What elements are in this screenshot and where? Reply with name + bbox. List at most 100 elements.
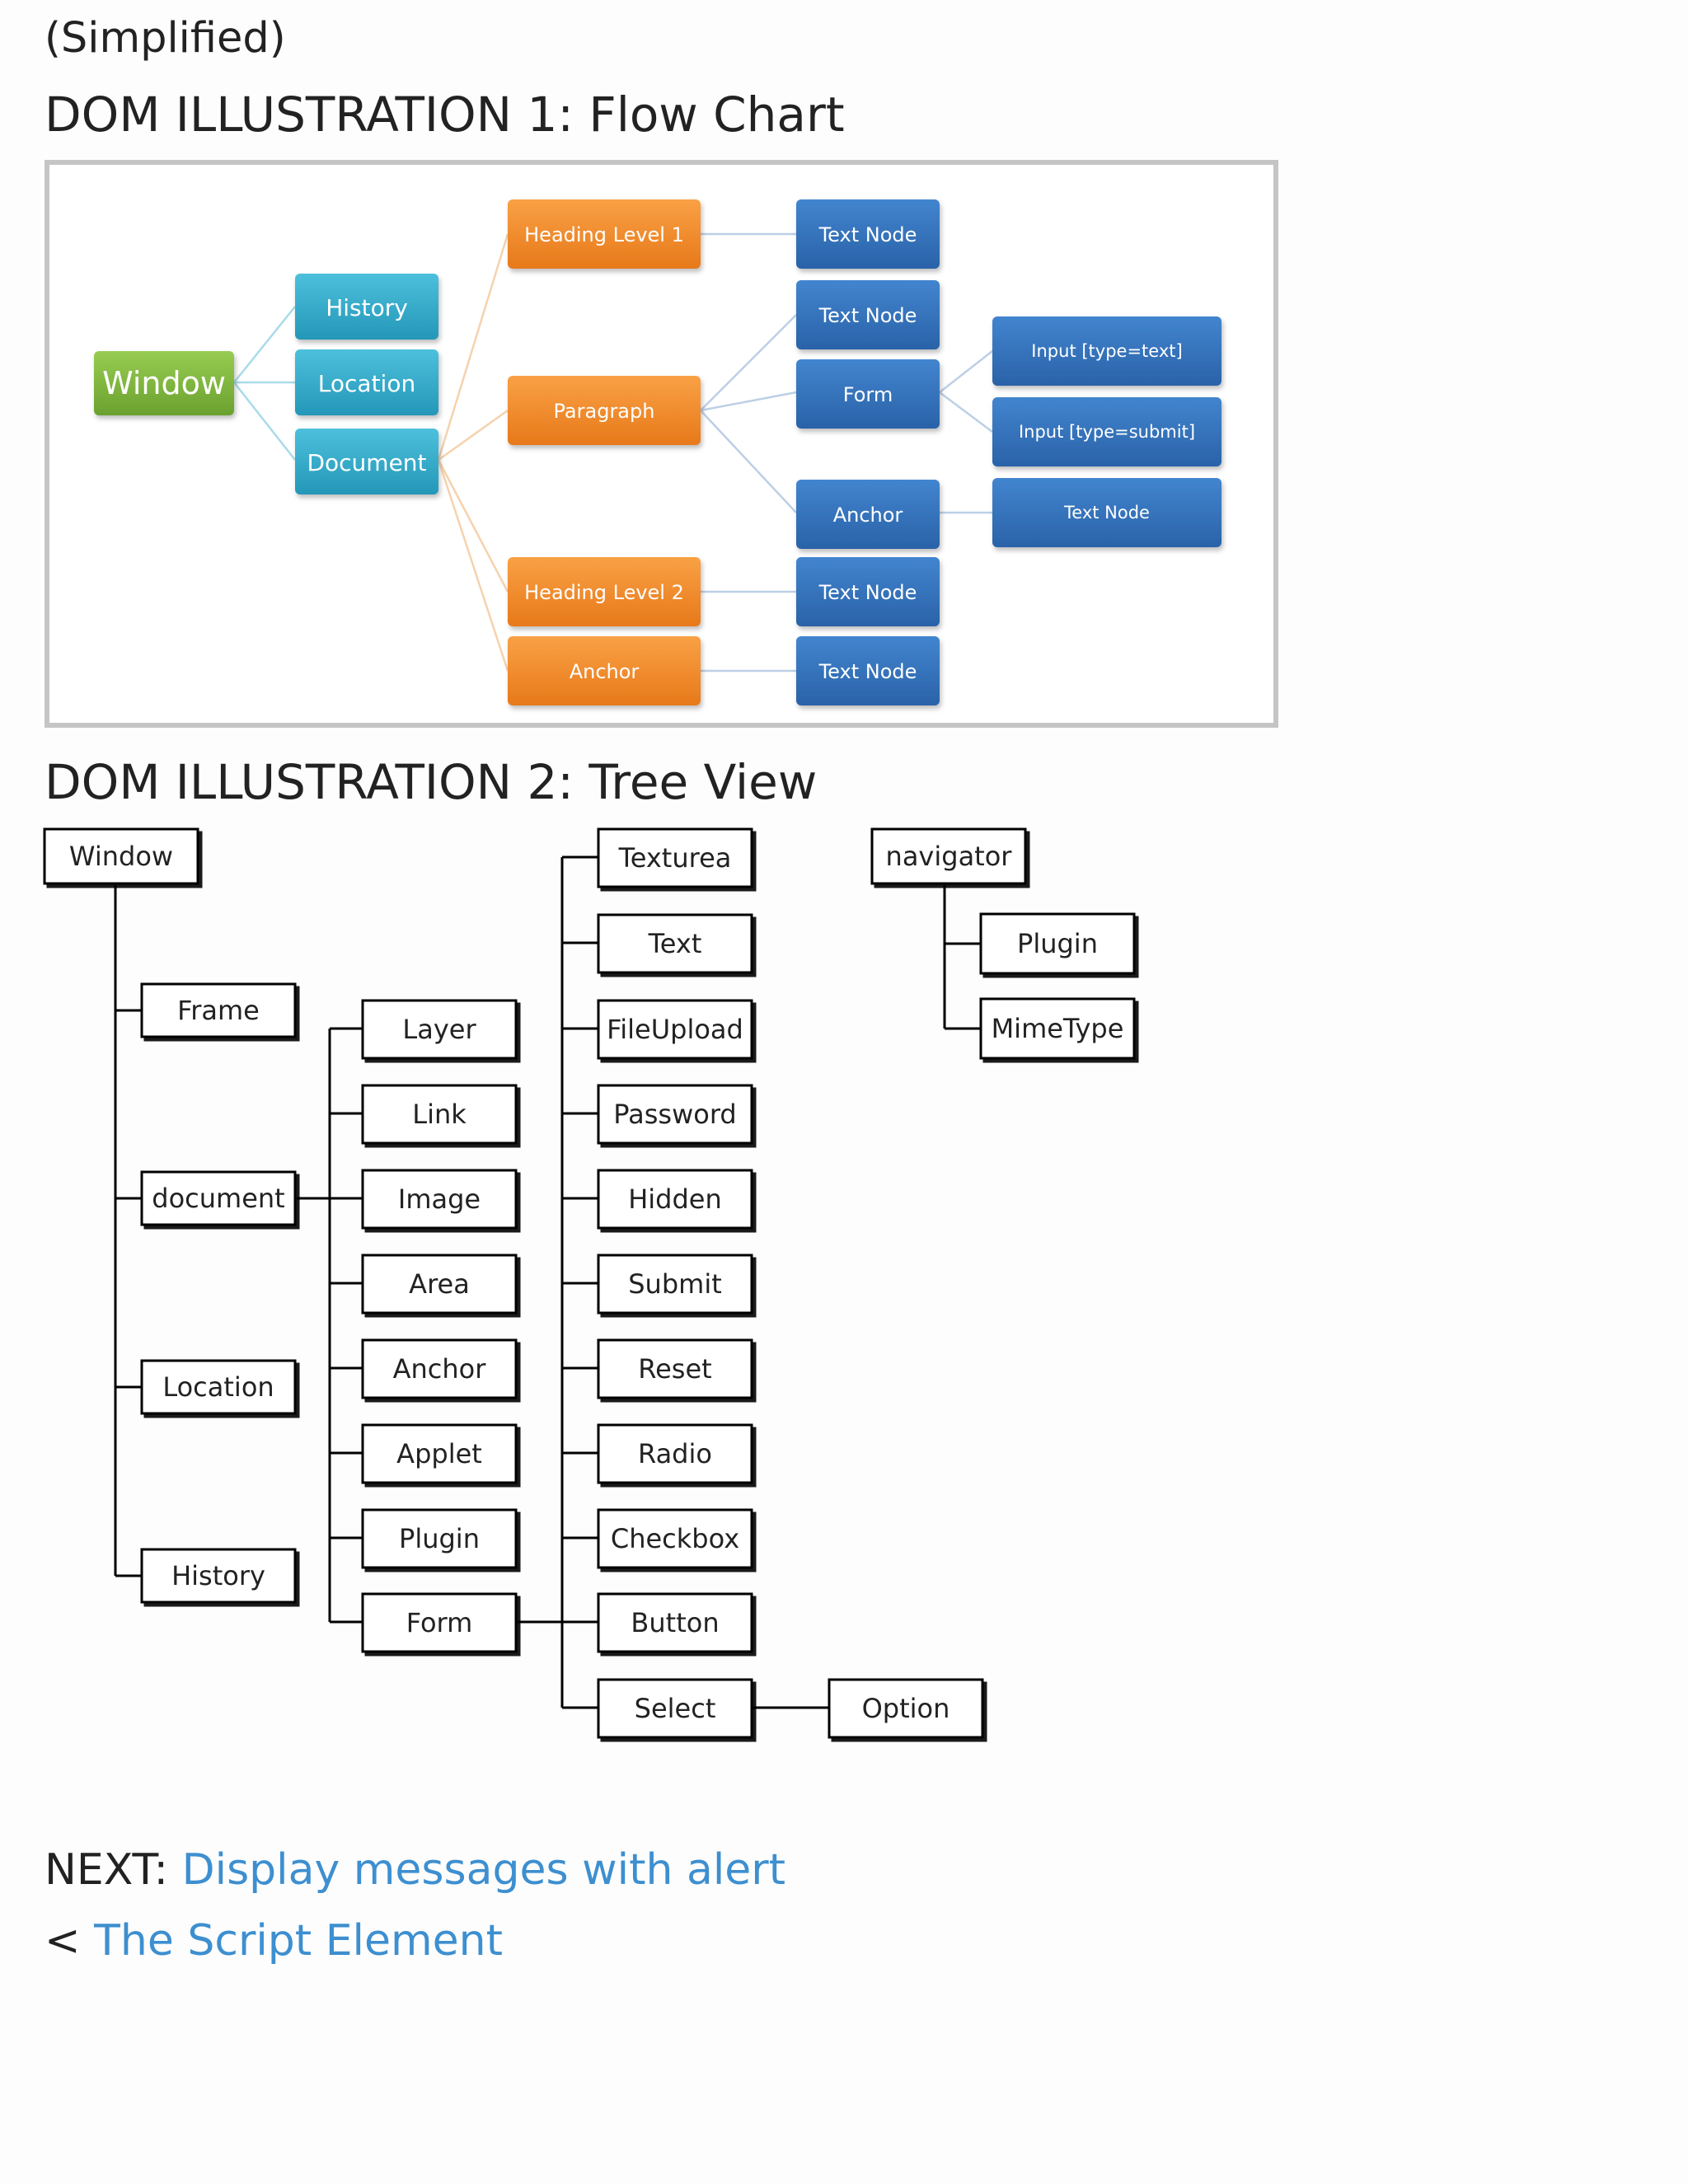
flow-node-anchor-blue: Anchor xyxy=(796,480,940,549)
tree-node-texturea: Texturea xyxy=(597,827,753,888)
svg-text:MimeType: MimeType xyxy=(992,1013,1124,1044)
flow-node-paragraph: Paragraph xyxy=(508,376,701,445)
tree-node-image: Image xyxy=(361,1169,518,1230)
tree-node-button: Button xyxy=(597,1592,753,1653)
svg-text:Radio: Radio xyxy=(638,1438,712,1469)
svg-text:Heading Level 1: Heading Level 1 xyxy=(524,223,684,246)
back-symbol: < xyxy=(45,1916,81,1966)
svg-text:Document: Document xyxy=(307,449,426,476)
flow-node-document: Document xyxy=(295,429,438,494)
tree-node-radio: Radio xyxy=(597,1423,753,1484)
tree-node-option: Option xyxy=(828,1678,984,1739)
svg-text:navigator: navigator xyxy=(886,841,1013,872)
flow-node-heading-level-1: Heading Level 1 xyxy=(508,199,701,269)
svg-text:Plugin: Plugin xyxy=(399,1523,480,1554)
tree-node-mimetype: MimeType xyxy=(979,997,1136,1060)
svg-text:Paragraph: Paragraph xyxy=(554,400,655,423)
svg-text:Image: Image xyxy=(398,1183,481,1215)
tree-node-navigator-plugin: Plugin xyxy=(979,912,1136,975)
page-subtitle: (Simplified) xyxy=(45,14,286,63)
svg-text:Heading Level 2: Heading Level 2 xyxy=(524,581,684,604)
tree-node-anchor: Anchor xyxy=(361,1338,518,1399)
svg-text:Text Node: Text Node xyxy=(818,223,917,246)
next-link[interactable]: Display messages with alert xyxy=(181,1845,786,1895)
svg-text:Form: Form xyxy=(406,1607,473,1638)
tree-node-select: Select xyxy=(597,1678,753,1739)
tree-node-document: document xyxy=(140,1170,297,1226)
svg-text:Checkbox: Checkbox xyxy=(611,1523,739,1554)
tree-node-link: Link xyxy=(361,1084,518,1145)
svg-text:Applet: Applet xyxy=(396,1438,482,1469)
svg-text:History: History xyxy=(171,1560,265,1591)
flow-node-input-text: Input [type=text] xyxy=(992,316,1221,386)
svg-text:Location: Location xyxy=(162,1371,274,1403)
tree-node-fileupload: FileUpload xyxy=(597,999,753,1060)
flow-chart-frame: Window History Location Document Heading… xyxy=(45,160,1278,728)
svg-text:Link: Link xyxy=(412,1099,467,1130)
flow-node-form: Form xyxy=(796,359,940,429)
svg-text:Text Node: Text Node xyxy=(818,660,917,683)
flow-node-location: Location xyxy=(295,349,438,415)
flow-node-text-node-2: Text Node xyxy=(796,280,940,349)
flow-node-window: Window xyxy=(94,351,234,415)
svg-text:Text Node: Text Node xyxy=(818,304,917,327)
svg-text:Frame: Frame xyxy=(177,995,260,1026)
tree-node-navigator: navigator xyxy=(870,827,1027,885)
next-label: NEXT: xyxy=(45,1845,169,1895)
svg-text:Plugin: Plugin xyxy=(1017,928,1098,959)
tree-node-window: Window xyxy=(43,827,199,885)
tree-node-hidden: Hidden xyxy=(597,1169,753,1230)
tree-node-history: History xyxy=(140,1548,297,1604)
svg-text:Password: Password xyxy=(613,1099,736,1130)
tree-view-heading: DOM ILLUSTRATION 2: Tree View xyxy=(45,754,818,810)
flow-node-history: History xyxy=(295,274,438,340)
flow-chart-diagram: Window History Location Document Heading… xyxy=(94,199,1221,705)
tree-node-checkbox: Checkbox xyxy=(597,1508,753,1569)
svg-text:Texturea: Texturea xyxy=(618,842,732,874)
flow-chart-connectors xyxy=(233,232,993,673)
back-link[interactable]: The Script Element xyxy=(94,1916,503,1966)
flow-node-text-node-5: Text Node xyxy=(992,478,1221,547)
svg-text:Text Node: Text Node xyxy=(1063,503,1150,523)
tree-node-reset: Reset xyxy=(597,1338,753,1399)
flow-node-anchor-orange: Anchor xyxy=(508,636,701,705)
svg-text:Layer: Layer xyxy=(402,1014,476,1045)
tree-view-connectors xyxy=(114,855,981,1709)
svg-text:Anchor: Anchor xyxy=(570,660,640,683)
svg-text:Window: Window xyxy=(69,841,173,872)
svg-text:Input [type=text]: Input [type=text] xyxy=(1031,341,1182,361)
svg-text:Anchor: Anchor xyxy=(833,504,903,527)
svg-text:Option: Option xyxy=(862,1693,950,1724)
svg-text:FileUpload: FileUpload xyxy=(607,1014,743,1045)
flow-node-heading-level-2: Heading Level 2 xyxy=(508,557,701,626)
svg-text:Input [type=submit]: Input [type=submit] xyxy=(1019,422,1195,442)
svg-text:Select: Select xyxy=(635,1693,716,1724)
svg-text:Hidden: Hidden xyxy=(628,1183,722,1215)
tree-node-frame: Frame xyxy=(140,982,297,1038)
svg-text:Form: Form xyxy=(843,383,893,406)
flow-chart-heading: DOM ILLUSTRATION 1: Flow Chart xyxy=(45,87,845,143)
tree-node-submit: Submit xyxy=(597,1254,753,1315)
svg-text:Text Node: Text Node xyxy=(818,581,917,604)
flow-node-text-node-4: Text Node xyxy=(796,636,940,705)
tree-node-text: Text xyxy=(597,913,753,974)
svg-text:Location: Location xyxy=(318,370,415,397)
tree-node-layer: Layer xyxy=(361,999,518,1060)
back-navigation: < The Script Element xyxy=(45,1914,503,1968)
svg-text:document: document xyxy=(152,1183,284,1214)
tree-node-location: Location xyxy=(140,1359,297,1415)
svg-text:History: History xyxy=(326,294,408,321)
svg-text:Window: Window xyxy=(102,365,226,401)
flow-node-text-node-1: Text Node xyxy=(796,199,940,269)
tree-node-form: Form xyxy=(361,1592,518,1653)
svg-text:Area: Area xyxy=(409,1268,470,1300)
flow-node-text-node-3: Text Node xyxy=(796,557,940,626)
tree-node-area: Area xyxy=(361,1254,518,1315)
next-navigation: NEXT: Display messages with alert xyxy=(45,1843,785,1897)
flow-node-input-submit: Input [type=submit] xyxy=(992,397,1221,466)
svg-text:Anchor: Anchor xyxy=(393,1353,487,1385)
svg-text:Button: Button xyxy=(631,1607,719,1638)
tree-node-plugin: Plugin xyxy=(361,1508,518,1569)
svg-text:Reset: Reset xyxy=(638,1353,711,1385)
tree-node-applet: Applet xyxy=(361,1423,518,1484)
